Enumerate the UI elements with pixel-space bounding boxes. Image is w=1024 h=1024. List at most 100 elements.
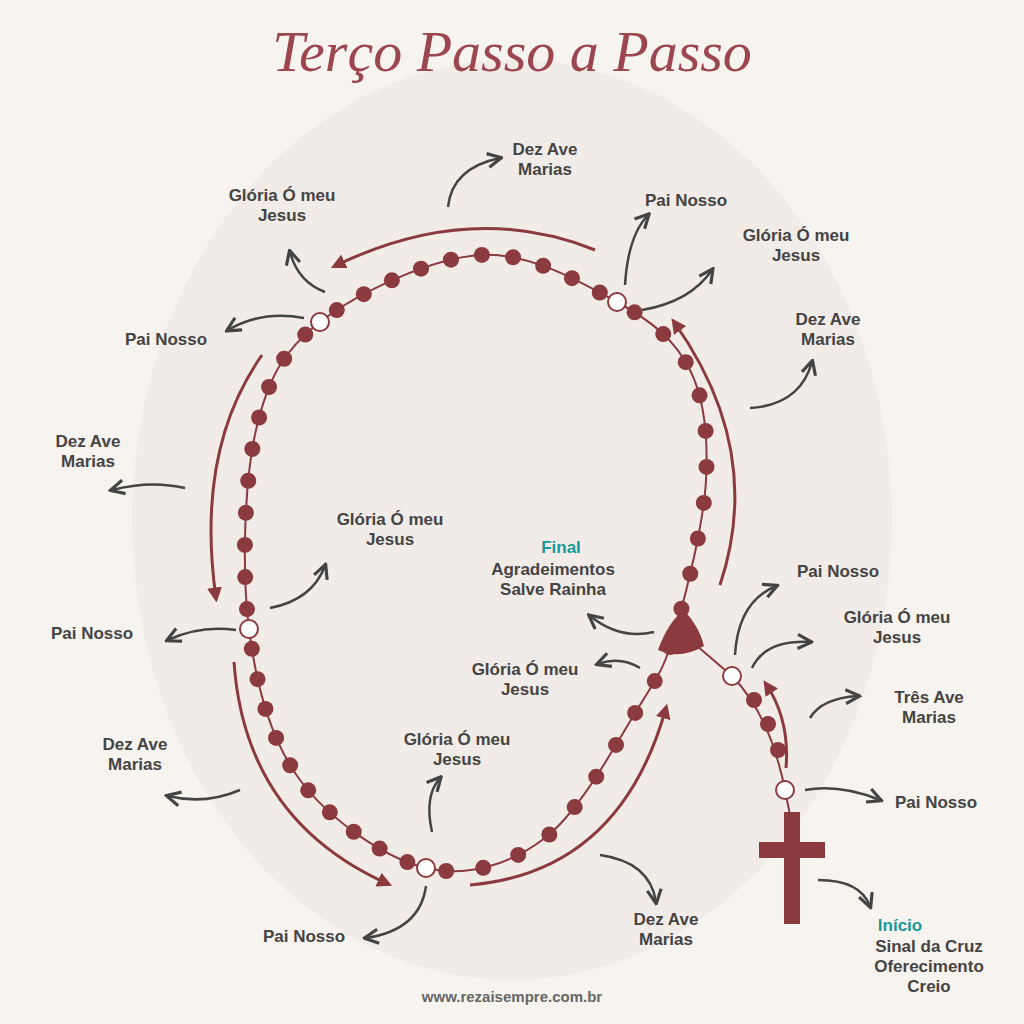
ave-maria-bead <box>257 701 273 717</box>
ave-maria-bead <box>244 441 260 457</box>
ave-maria-bead <box>770 742 786 758</box>
title: Terço Passo a Passo <box>0 18 1024 85</box>
ave-maria-bead <box>760 716 776 732</box>
ave-maria-bead <box>251 410 267 426</box>
ave-maria-bead <box>300 782 316 798</box>
ave-maria-bead <box>655 326 671 342</box>
prayer-label: Dez Ave Marias <box>776 310 881 350</box>
rosary <box>237 247 825 924</box>
pai-nosso-bead <box>311 313 329 331</box>
leader-arrow <box>168 629 236 640</box>
cross <box>784 812 800 924</box>
prayer-label: Glória Ó meu Jesus <box>731 226 861 266</box>
prayer-label: Dez Ave Marias <box>36 432 141 472</box>
ave-maria-bead <box>627 304 643 320</box>
leader-arrow <box>429 778 440 832</box>
leader-arrow <box>112 484 185 490</box>
leader-arrow <box>448 158 500 207</box>
cross <box>759 842 825 858</box>
leader-arrow <box>805 788 880 800</box>
ave-maria-bead <box>647 673 663 689</box>
ave-maria-bead <box>475 860 491 876</box>
pai-nosso-bead <box>608 293 626 311</box>
prayer-label: Pai Nosso <box>631 191 741 211</box>
prayer-label: Glória Ó meu Jesus <box>392 730 522 770</box>
leader-arrow <box>168 790 240 799</box>
leader-arrow <box>270 566 325 608</box>
prayer-label: Pai Nosso <box>37 624 147 644</box>
direction-arrow <box>766 684 787 768</box>
leader-arrow <box>290 252 325 292</box>
ave-maria-bead <box>682 566 698 582</box>
prayer-label: Glória Ó meu Jesus <box>832 608 962 648</box>
ave-maria-bead <box>438 863 454 879</box>
pai-nosso-bead <box>417 859 435 877</box>
ave-maria-bead <box>541 826 557 842</box>
ave-maria-bead <box>696 495 712 511</box>
ave-maria-bead <box>692 387 708 403</box>
ave-maria-bead <box>608 737 624 753</box>
ave-maria-bead <box>588 769 604 785</box>
background-glow <box>132 60 892 980</box>
ave-maria-bead <box>510 847 526 863</box>
leader-arrow <box>625 215 648 285</box>
ave-maria-bead <box>746 692 762 708</box>
prayer-label: Três Ave Marias <box>877 688 982 728</box>
ave-maria-bead <box>384 272 400 288</box>
prayer-label: Pai Nosso <box>783 562 893 582</box>
ave-maria-bead <box>535 258 551 274</box>
centrepiece <box>658 610 704 654</box>
prayer-label: Pai Nosso <box>881 793 991 813</box>
ave-maria-bead <box>399 854 415 870</box>
arrows <box>112 158 880 938</box>
ave-maria-bead <box>244 641 260 657</box>
direction-arrow <box>234 662 388 884</box>
leader-arrow <box>750 362 812 408</box>
leader-arrow <box>642 270 712 310</box>
leader-arrow <box>366 886 426 938</box>
prayer-label: Glória Ó meu Jesus <box>217 186 347 226</box>
ave-maria-bead <box>250 671 266 687</box>
pai-nosso-bead <box>776 781 794 799</box>
caption: www.rezaisempre.com.br <box>0 988 1024 1005</box>
ave-maria-bead <box>564 270 580 286</box>
ave-maria-bead <box>474 247 490 263</box>
ave-maria-bead <box>237 537 253 553</box>
ave-maria-bead <box>413 261 429 277</box>
ave-maria-bead <box>699 459 715 475</box>
leader-arrow <box>735 586 776 655</box>
ave-maria-bead <box>346 824 362 840</box>
ave-maria-bead <box>238 505 254 521</box>
prayer-label: Dez Ave Marias <box>493 140 598 180</box>
step-heading: Final <box>521 538 601 558</box>
ave-maria-bead <box>268 730 284 746</box>
leader-arrow <box>590 616 654 634</box>
ave-maria-bead <box>329 302 345 318</box>
prayer-label: Agradeimentos Salve Rainha <box>481 560 626 600</box>
ave-maria-bead <box>261 379 277 395</box>
ave-maria-bead <box>505 249 521 265</box>
pai-nosso-bead <box>723 667 741 685</box>
direction-arrow <box>674 322 735 585</box>
ave-maria-bead <box>297 327 313 343</box>
ave-maria-bead <box>698 423 714 439</box>
ave-maria-bead <box>372 841 388 857</box>
prayer-label: Glória Ó meu Jesus <box>460 660 590 700</box>
prayer-label: Pai Nosso <box>249 927 359 947</box>
leader-arrow <box>810 696 858 718</box>
ave-maria-bead <box>443 252 459 268</box>
prayer-label: Pai Nosso <box>111 330 221 350</box>
ave-maria-bead <box>356 286 372 302</box>
prayer-label: Dez Ave Marias <box>614 910 719 950</box>
prayer-label: Glória Ó meu Jesus <box>325 510 455 550</box>
ave-maria-bead <box>567 799 583 815</box>
step-heading: Início <box>860 916 940 936</box>
pai-nosso-bead <box>240 620 258 638</box>
ave-maria-bead <box>282 757 298 773</box>
pendant-chain <box>676 628 790 815</box>
leader-arrow <box>752 642 810 668</box>
direction-arrow <box>335 228 595 266</box>
direction-arrow <box>211 355 262 598</box>
ave-maria-bead <box>239 601 255 617</box>
ave-maria-bead <box>322 804 338 820</box>
